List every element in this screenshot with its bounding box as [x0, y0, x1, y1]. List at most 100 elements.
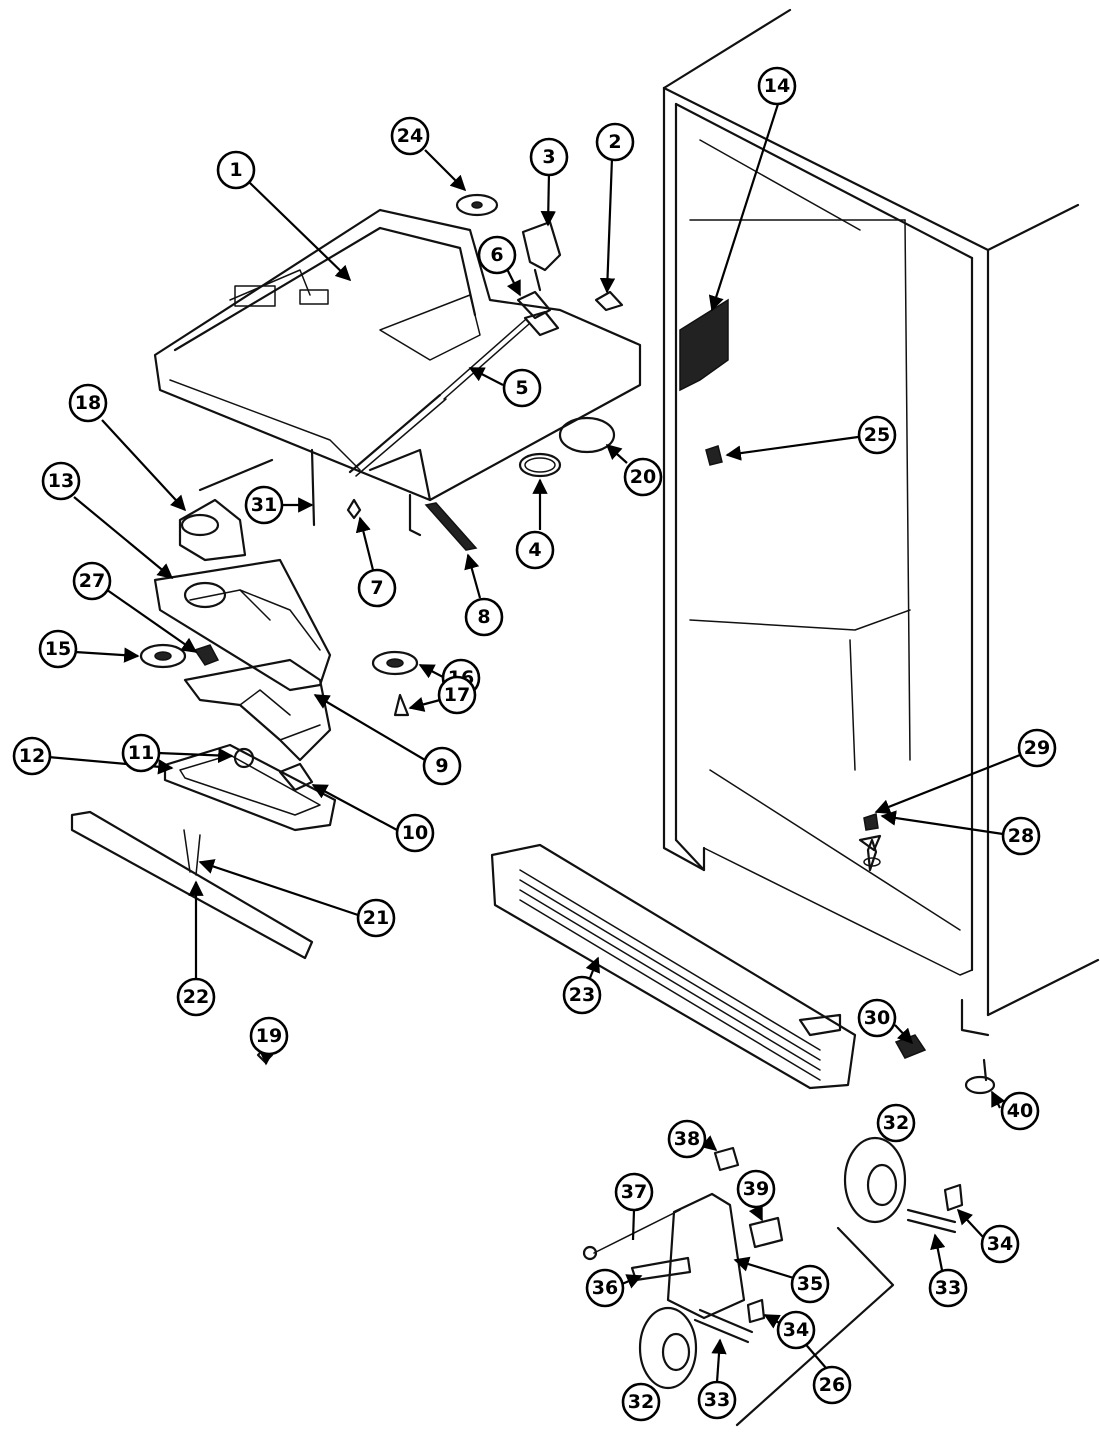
- callout-28: 28: [1001, 816, 1041, 856]
- screw-part-31: [310, 448, 316, 527]
- callout-29: 29: [1017, 728, 1057, 768]
- callout-40: 40: [1000, 1091, 1040, 1131]
- ring-part-4: [518, 452, 562, 478]
- grille-part-23: [490, 843, 857, 1090]
- callout-3: 3: [529, 137, 569, 177]
- callout-13: 13: [41, 461, 81, 501]
- svg-text:2: 2: [608, 131, 621, 153]
- svg-text:12: 12: [19, 745, 45, 767]
- callout-35: 35: [790, 1264, 830, 1304]
- screw-part-7: [346, 498, 362, 520]
- callout-7: 7: [357, 568, 397, 608]
- callout-20: 20: [623, 457, 663, 497]
- callout-38: 38: [667, 1119, 707, 1159]
- svg-text:20: 20: [630, 466, 656, 488]
- svg-text:34: 34: [987, 1233, 1013, 1255]
- svg-text:21: 21: [363, 907, 389, 929]
- callout-4: 4: [515, 530, 555, 570]
- top-small-parts: [455, 193, 624, 337]
- frame-part-12: [163, 743, 337, 832]
- svg-text:40: 40: [1007, 1100, 1033, 1122]
- svg-text:11: 11: [128, 742, 154, 764]
- svg-text:31: 31: [251, 494, 277, 516]
- callout-26: 26: [812, 1365, 852, 1405]
- svg-text:19: 19: [256, 1025, 282, 1047]
- svg-text:26: 26: [819, 1374, 845, 1396]
- light-shield-part-9: [183, 658, 332, 762]
- callout-1: 1: [216, 150, 256, 190]
- svg-text:29: 29: [1024, 737, 1050, 759]
- leveler-part-40: [964, 1075, 996, 1095]
- callout-22: 22: [176, 977, 216, 1017]
- callout-31: 31: [244, 485, 284, 525]
- svg-text:1: 1: [229, 159, 242, 181]
- svg-text:10: 10: [402, 822, 428, 844]
- callout-32-lower: 32: [621, 1382, 661, 1422]
- thermostat-assembly: [153, 458, 332, 692]
- svg-text:30: 30: [864, 1007, 890, 1029]
- svg-text:39: 39: [743, 1178, 769, 1200]
- svg-text:33: 33: [704, 1389, 730, 1411]
- callout-9: 9: [422, 746, 462, 786]
- svg-text:14: 14: [764, 75, 790, 97]
- wheel-part-32-lower: [638, 1306, 698, 1390]
- callout-15: 15: [38, 629, 78, 669]
- callout-12: 12: [12, 736, 52, 776]
- cap-part-20: [558, 416, 616, 454]
- callout-21: 21: [356, 898, 396, 938]
- callout-27: 27: [72, 561, 112, 601]
- svg-text:7: 7: [370, 577, 383, 599]
- svg-text:13: 13: [48, 470, 74, 492]
- callout-36: 36: [585, 1268, 625, 1308]
- leader-lines: [47, 103, 1021, 1383]
- callout-19: 19: [249, 1016, 289, 1056]
- clip-part-30: [894, 1034, 927, 1059]
- svg-text:35: 35: [797, 1273, 823, 1295]
- callout-24: 24: [390, 116, 430, 156]
- callout-5: 5: [502, 368, 542, 408]
- callout-14: 14: [757, 66, 797, 106]
- panel-part-22: [70, 810, 314, 960]
- svg-text:32: 32: [883, 1112, 909, 1134]
- roller-assembly-part-26: [582, 1136, 964, 1427]
- callout-34-lower: 34: [776, 1310, 816, 1350]
- callout-30: 30: [857, 998, 897, 1038]
- clip-part-25: [705, 445, 723, 466]
- svg-text:33: 33: [935, 1277, 961, 1299]
- callout-balloons: 1 2 3 4 5 6 7 8 9 10 11 12 13 14 15 16 1…: [12, 66, 1057, 1422]
- svg-text:8: 8: [477, 606, 490, 628]
- callout-32-upper: 32: [876, 1103, 916, 1143]
- callout-39: 39: [736, 1169, 776, 1209]
- svg-text:4: 4: [528, 539, 541, 561]
- callout-17: 17: [437, 675, 477, 715]
- svg-text:3: 3: [542, 146, 555, 168]
- svg-text:18: 18: [75, 392, 101, 414]
- callout-8: 8: [464, 597, 504, 637]
- svg-text:17: 17: [444, 684, 470, 706]
- callout-33-lower: 33: [697, 1380, 737, 1420]
- callout-11: 11: [121, 733, 161, 773]
- callout-33-upper: 33: [928, 1268, 968, 1308]
- svg-text:5: 5: [515, 377, 528, 399]
- callout-25: 25: [857, 415, 897, 455]
- bracket-part-35: [666, 1192, 746, 1320]
- wheel-part-32-upper: [843, 1136, 907, 1224]
- callout-18: 18: [68, 383, 108, 423]
- callout-23: 23: [562, 975, 602, 1015]
- svg-text:28: 28: [1008, 825, 1034, 847]
- knob-part-16: [371, 650, 419, 676]
- tape-part-14: [679, 298, 729, 392]
- svg-text:36: 36: [592, 1277, 618, 1299]
- svg-text:27: 27: [79, 570, 105, 592]
- callout-6: 6: [477, 235, 517, 275]
- svg-text:38: 38: [674, 1128, 700, 1150]
- socket-part-10: [278, 762, 314, 792]
- knob-part-15: [139, 643, 187, 669]
- callout-37: 37: [614, 1172, 654, 1212]
- svg-text:34: 34: [783, 1319, 809, 1341]
- svg-text:25: 25: [864, 424, 890, 446]
- callout-34-upper: 34: [980, 1224, 1020, 1264]
- svg-text:22: 22: [183, 986, 209, 1008]
- svg-text:37: 37: [621, 1181, 647, 1203]
- callout-2: 2: [595, 122, 635, 162]
